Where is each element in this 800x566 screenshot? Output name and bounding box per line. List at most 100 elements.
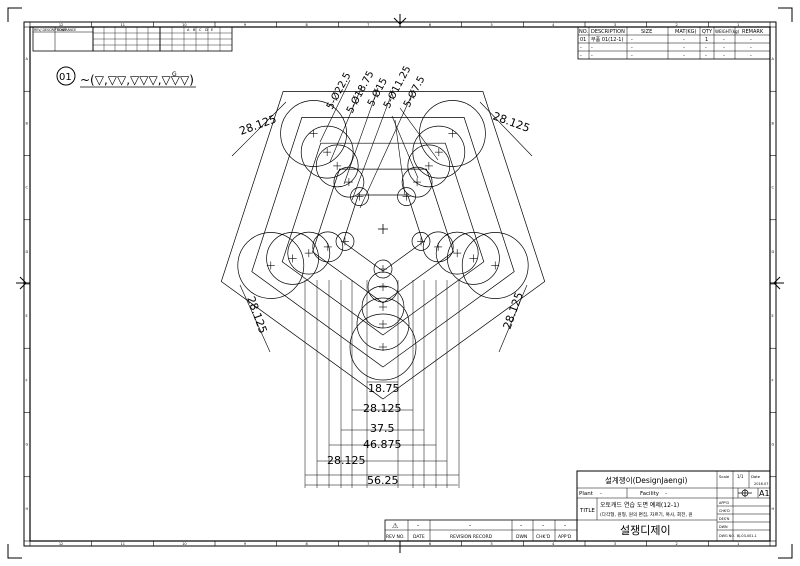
leader-line (351, 89, 394, 201)
zone-column-number-bottom: 12 (59, 542, 63, 546)
zone-column-number-top: 10 (182, 23, 186, 27)
surface-header-c: C (199, 28, 202, 32)
dwg-no-label: DWG NO. (719, 534, 735, 538)
dim-18-75: 18.75 (368, 382, 400, 395)
zone-row-letter-left: H (26, 507, 29, 511)
dim-upper-left: 28.125 (238, 112, 279, 137)
dwg-no-value: BJ-03-001-1 (737, 534, 757, 538)
revision-block: ⚠ REV NO. DATE REVISION RECORD DWN CHK'D… (384, 519, 578, 542)
plant-label: Plant (579, 491, 594, 497)
hole-circle (333, 166, 365, 198)
rev-dwn-value: - (520, 522, 522, 529)
zone-dividers (24, 22, 776, 546)
bom-r1-mat: - (683, 37, 685, 43)
zone-column-number-bottom: 4 (552, 542, 555, 546)
leader-line (399, 107, 439, 161)
rev-h-dwn: DWN (516, 534, 527, 540)
zone-column-number-top: 6 (429, 23, 431, 27)
pentagon-outline (281, 142, 485, 336)
bom-table: NO. DESCRIPTION SIZE MAT(KG) QTY WEIGHT(… (577, 26, 771, 60)
leader-line (343, 87, 379, 185)
bom-r2-weight: - (723, 45, 725, 51)
desn-label: DES'N (719, 517, 730, 521)
surface-finish-g: G (172, 71, 177, 78)
leader-line (394, 119, 406, 196)
hole-circle (280, 100, 347, 167)
hole-circle (411, 232, 431, 251)
bom-r1-qty: 1 (705, 37, 708, 43)
hole-circle (461, 232, 529, 299)
surface-header-d: D (205, 28, 208, 32)
hole-circle (435, 231, 479, 275)
zone-column-number-top: 11 (121, 23, 125, 27)
zone-column-number-bottom: 3 (614, 542, 616, 546)
bom-r2-desc: - (591, 45, 593, 51)
rev-h-appd: APP'D (558, 534, 572, 540)
pentagon-outline (312, 168, 454, 304)
zone-column-number-bottom: 11 (121, 542, 125, 546)
bom-r3-qty: - (705, 53, 707, 59)
zone-row-letter-left: F (26, 378, 28, 382)
title-line-2: (다각형, 원형, 원의 편집, 자르기, 복사, 회전, 원 (600, 511, 693, 518)
dim-upper-right: 28.125 (491, 110, 532, 135)
zone-column-number-top: 5 (491, 23, 493, 27)
tol-header-tol: TOLERANCE (56, 28, 76, 32)
hole-circle (312, 231, 344, 263)
hole-circle (373, 259, 393, 279)
hole-circle (407, 144, 451, 188)
bom-h-remark: REMARK (742, 29, 764, 35)
zone-column-number-bottom: 10 (182, 542, 186, 546)
bom-h-qty: QTY (702, 29, 713, 35)
sheet-size: A1 (759, 489, 770, 498)
revision-triangle-icon: ⚠ (392, 522, 399, 530)
hole-circle (397, 187, 416, 206)
hole-circle (350, 187, 369, 206)
bom-r1-no: 01 (580, 37, 586, 43)
bom-r1-size: - (631, 37, 633, 43)
zone-column-number-top: 8 (306, 23, 308, 27)
leader-line (319, 79, 351, 143)
dim-46-875: 46.875 (363, 438, 402, 451)
rev-h-record: REVISION RECORD (450, 534, 493, 540)
dim-28-125-offset: 28.125 (327, 454, 366, 467)
outer-frame (23, 21, 777, 547)
company-name: 설계쟁이(DesignJaengi) (605, 475, 687, 485)
bom-r3-size: - (631, 53, 633, 59)
hole-circle (401, 166, 433, 198)
zone-column-number-bottom: 2 (676, 542, 678, 546)
hole-circle (287, 231, 331, 275)
title-label: TITLE (579, 508, 595, 514)
zone-row-letter-right: B (772, 121, 775, 125)
part-tag: 01 (56, 66, 76, 86)
leader-line (329, 85, 363, 163)
chkd-label: CHK'D (719, 509, 730, 513)
date-value: 2016.07 (754, 482, 768, 486)
dimension-line (498, 284, 528, 353)
scale-value: 1/1 (737, 474, 744, 479)
center-marks (16, 14, 784, 553)
surface-header-a: A (187, 28, 190, 32)
facility-label: Facility (640, 491, 660, 497)
leader-line (391, 115, 419, 179)
zone-row-letter-right: C (772, 186, 775, 190)
zone-row-letter-left: C (26, 186, 29, 190)
zone-column-number-top: 7 (367, 23, 369, 27)
bom-r1-weight: - (723, 37, 725, 43)
bom-h-weight: WEIGHT(kg) (715, 29, 740, 34)
dim-lower-left: 28.125 (244, 295, 269, 336)
zone-row-letter-right: G (772, 443, 775, 447)
zone-column-number-top: 4 (552, 23, 555, 27)
bom-h-mat: MAT(KG) (675, 29, 697, 35)
date-label: Date (751, 474, 761, 479)
bom-r2-mat: - (683, 45, 685, 51)
title-line-1: 오토캐드 연습 도면 예제(12-1) (600, 501, 679, 509)
hole-circle (356, 297, 410, 351)
zone-column-number-top: 12 (59, 23, 63, 27)
dimension-line (239, 284, 271, 353)
plant-value: - (600, 491, 602, 497)
part-tag-number: 01 (59, 72, 72, 83)
zone-row-letter-left: E (26, 314, 28, 318)
facility-value: - (665, 491, 667, 497)
inner-frame (29, 26, 771, 542)
